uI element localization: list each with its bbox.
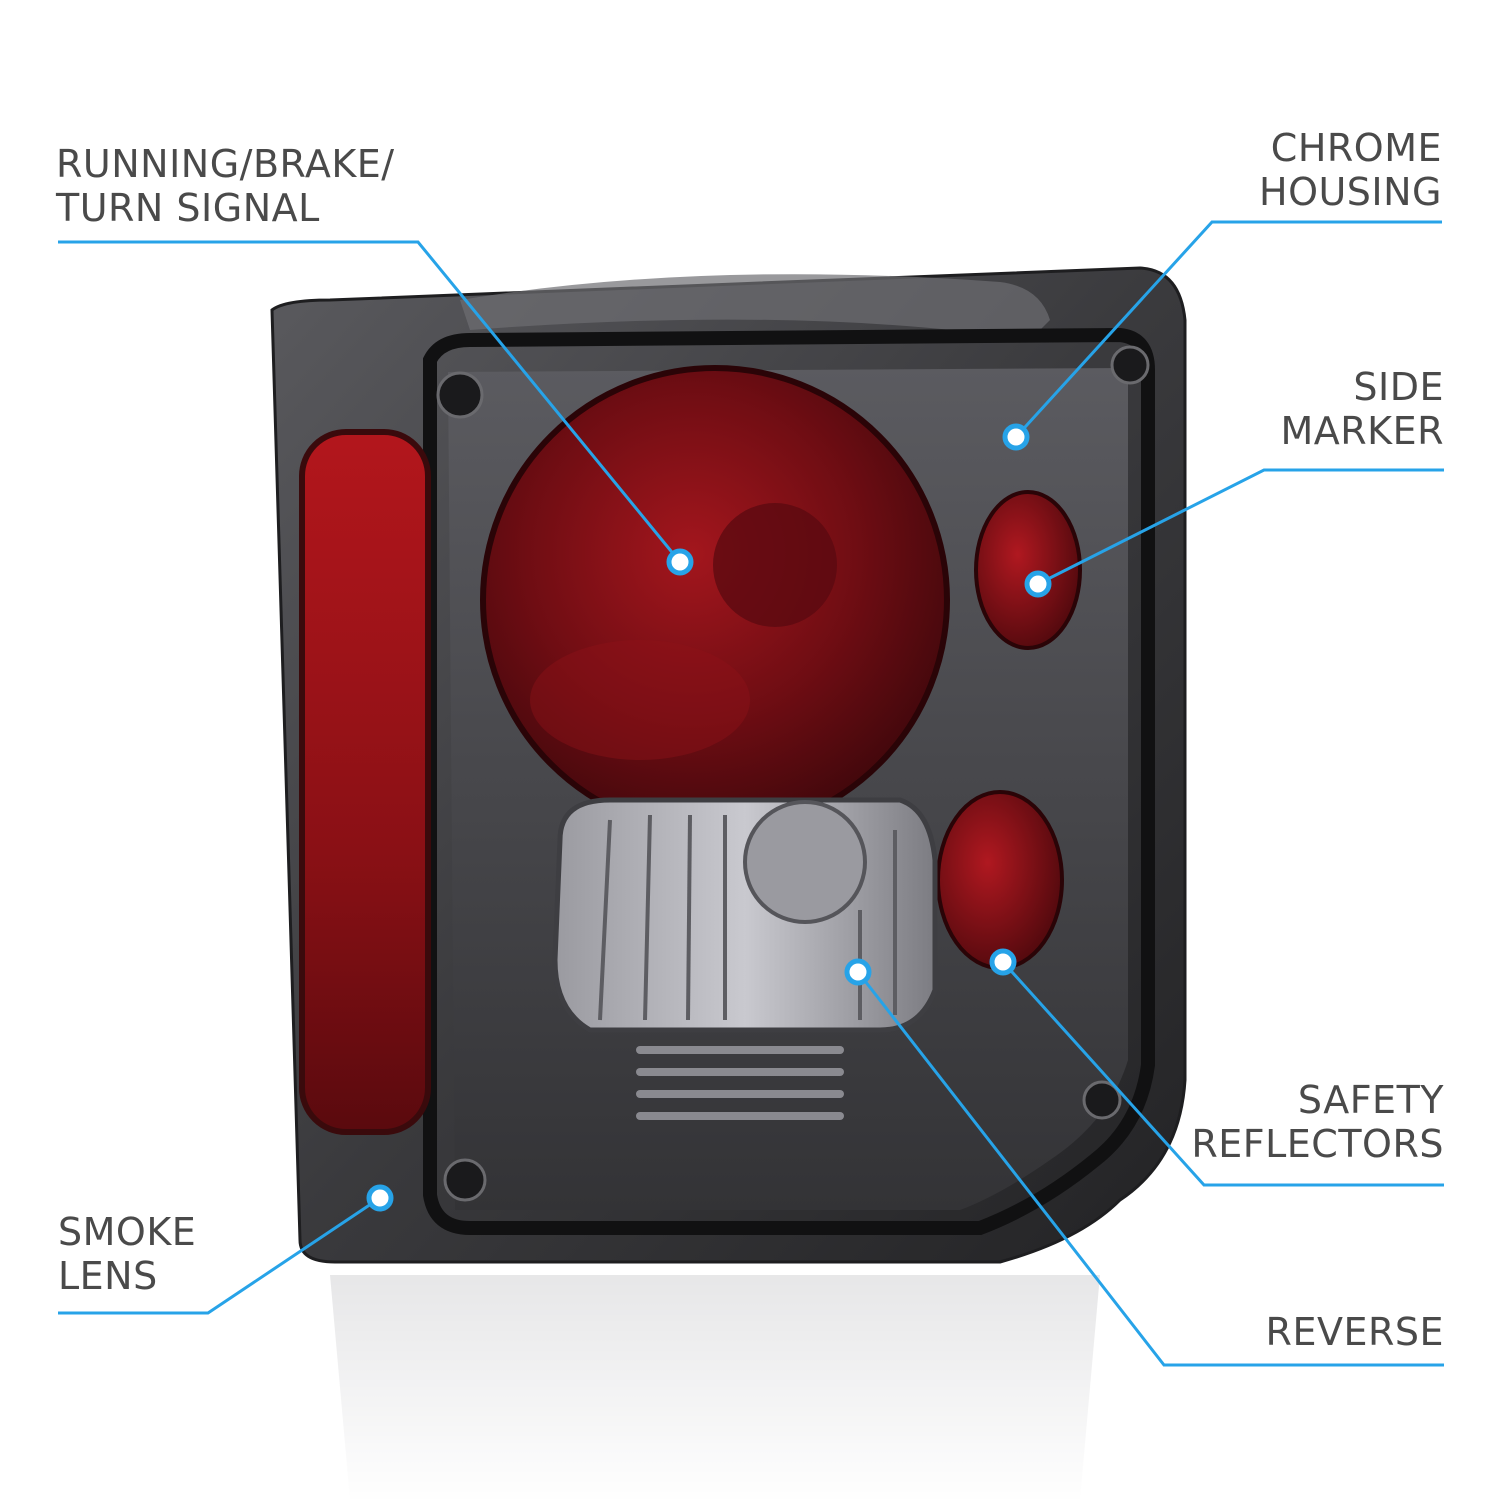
reverse-ribs bbox=[598, 814, 897, 1021]
side-marker-leader-line bbox=[1037, 468, 1444, 586]
chrome-housing-label: CHROME HOUSING bbox=[1259, 126, 1442, 214]
safety-reflectors-callout-dot bbox=[989, 948, 1017, 976]
side-marker-label: SIDE MARKER bbox=[1280, 365, 1444, 453]
screws bbox=[436, 345, 1150, 1202]
floor-reflection bbox=[300, 1270, 1130, 1500]
chrome-rim bbox=[460, 274, 1050, 340]
leader-lines bbox=[58, 220, 1444, 1367]
safety-reflectors-label: SAFETY REFLECTORS bbox=[1191, 1078, 1444, 1166]
running-brake-turn-signal-callout-dot bbox=[666, 548, 694, 576]
chrome-housing-callout-dot bbox=[1002, 423, 1030, 451]
side-marker-lens bbox=[974, 490, 1082, 650]
safety-reflectors-leader-line bbox=[1001, 960, 1444, 1187]
running-brake-turn-signal-leader-line bbox=[58, 240, 682, 563]
smoke-lens-callout-dot bbox=[366, 1184, 394, 1212]
safety-reflector-lens bbox=[936, 790, 1064, 970]
smoke-lens-label: SMOKE LENS bbox=[58, 1210, 197, 1298]
running-brake-turn-signal-label: RUNNING/BRAKE/ TURN SIGNAL bbox=[56, 142, 395, 230]
smoke-lens-leader-line bbox=[58, 1196, 381, 1315]
reverse-label: REVERSE bbox=[1265, 1310, 1444, 1354]
lower-fins bbox=[636, 1046, 844, 1120]
reverse-leader-line bbox=[856, 971, 1444, 1367]
gasket bbox=[423, 327, 1155, 1235]
side-marker-callout-dot bbox=[1024, 570, 1052, 598]
reverse-callout-dot bbox=[844, 958, 872, 986]
side-reflector bbox=[299, 429, 431, 1135]
chrome-housing-leader-line bbox=[1014, 220, 1442, 439]
running-brake-turn-lens bbox=[480, 365, 950, 835]
